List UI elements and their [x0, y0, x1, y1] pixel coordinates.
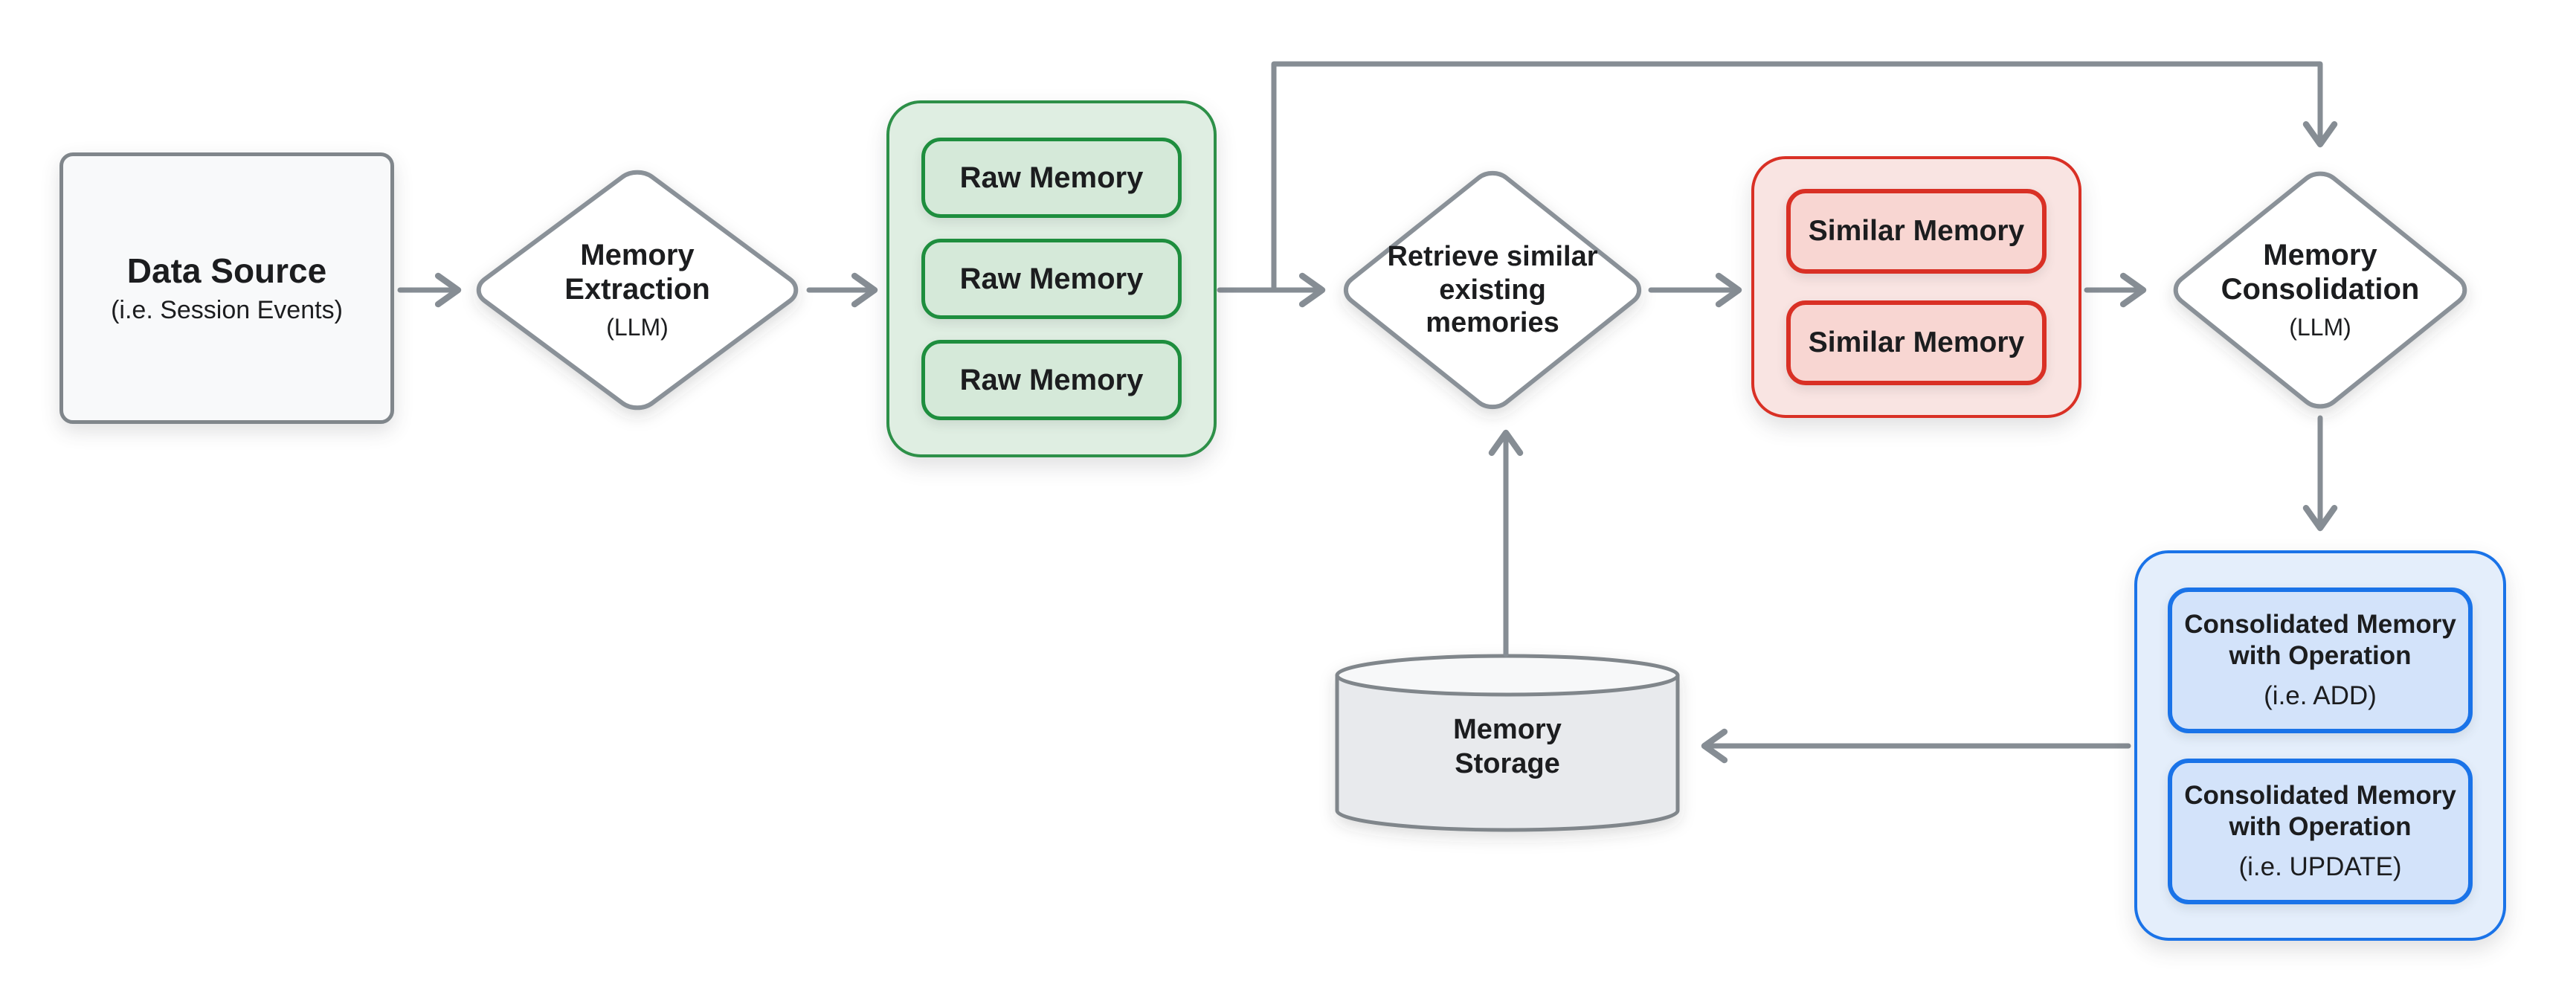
memory-extraction-subtitle: (LLM) [606, 313, 669, 341]
similar-memory-group: Similar Memory Similar Memory [1751, 156, 2081, 418]
data-source-subtitle: (i.e. Session Events) [111, 296, 343, 325]
memory-consolidation-line2: Consolidation [2221, 272, 2420, 306]
retrieve-memories-diamond [1338, 167, 1647, 413]
consolidated-memory-chip: Consolidated Memory with Operation (i.e.… [2168, 758, 2473, 904]
retrieve-line1: Retrieve similar [1387, 240, 1598, 272]
memory-storage-line1: Memory [1453, 714, 1562, 746]
memory-extraction-line1: Memory [580, 239, 695, 272]
consolidated-memory-title: Consolidated Memory with Operation [2184, 781, 2456, 841]
arrow-loop-rawmemory-to-consolidation [1271, 61, 2338, 293]
raw-memory-chip: Raw Memory [921, 340, 1182, 420]
raw-memory-label: Raw Memory [959, 262, 1144, 295]
raw-memory-group: Raw Memory Raw Memory Raw Memory [886, 100, 1217, 457]
memory-consolidation-subtitle: (LLM) [2289, 313, 2351, 341]
consolidated-memory-title: Consolidated Memory with Operation [2184, 610, 2456, 670]
memory-consolidation-label: Memory Consolidation (LLM) [2171, 178, 2469, 402]
raw-memory-chip: Raw Memory [921, 138, 1182, 218]
memory-extraction-diamond [470, 166, 805, 414]
consolidated-memory-operation: (i.e. UPDATE) [2238, 852, 2402, 881]
raw-memory-label: Raw Memory [959, 363, 1144, 396]
memory-extraction-label: Memory Extraction (LLM) [489, 178, 786, 402]
retrieve-memories-label: Retrieve similar existing memories [1344, 178, 1641, 402]
memory-extraction-line2: Extraction [564, 272, 710, 306]
similar-memory-chip: Similar Memory [1786, 189, 2047, 274]
raw-memory-chip: Raw Memory [921, 239, 1182, 319]
memory-consolidation-line1: Memory [2263, 239, 2377, 272]
memory-storage-label: Memory Storage [1396, 684, 1619, 811]
memory-storage-cylinder [1335, 654, 1680, 832]
consolidated-memory-group: Consolidated Memory with Operation (i.e.… [2134, 550, 2506, 941]
consolidated-memory-chip: Consolidated Memory with Operation (i.e.… [2168, 587, 2473, 733]
consolidated-memory-operation: (i.e. ADD) [2264, 680, 2377, 710]
retrieve-line2: existing [1439, 274, 1546, 306]
similar-memory-chip: Similar Memory [1786, 300, 2047, 385]
retrieve-line3: memories [1426, 307, 1559, 339]
data-source-title: Data Source [126, 251, 327, 290]
raw-memory-label: Raw Memory [959, 161, 1144, 194]
similar-memory-label: Similar Memory [1808, 326, 2025, 358]
data-source-node: Data Source (i.e. Session Events) [59, 152, 394, 424]
similar-memory-label: Similar Memory [1808, 215, 2025, 247]
memory-storage-line2: Storage [1455, 748, 1560, 779]
memory-consolidation-diamond [2168, 167, 2473, 413]
